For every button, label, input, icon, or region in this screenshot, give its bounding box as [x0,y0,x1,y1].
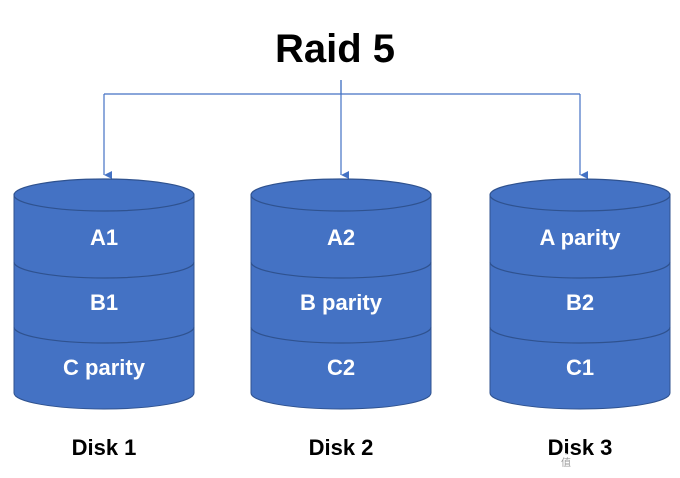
disk-2: A2 B parity C2 Disk 2 [250,178,432,460]
watermark: 值 什么值得买 [556,453,647,470]
cylinder-body [250,194,432,410]
svg-text:值: 值 [561,456,571,469]
segment-divider [489,261,671,279]
segment-divider [250,326,432,344]
segment-divider [250,261,432,279]
segment-divider [13,261,195,279]
cylinder-top [13,178,195,212]
segment-label: C2 [327,355,355,380]
connector-lines [103,80,588,179]
disk-3: A parity B2 C1 Disk 3 [489,178,671,460]
segment-label: A2 [327,225,355,250]
segment-label: B2 [566,290,594,315]
segment-label: C parity [63,355,146,380]
cylinder-body [13,194,195,410]
segment-label: A parity [539,225,621,250]
segment-label: B1 [90,290,118,315]
segment-label: B parity [300,290,383,315]
segment-label: C1 [566,355,594,380]
cylinder-body [489,194,671,410]
watermark-text: 什么值得买 [577,453,647,470]
segment-divider [489,326,671,344]
cylinder-top [489,178,671,212]
disk-label: Disk 1 [72,435,137,460]
disk-1: A1 B1 C parity Disk 1 [13,178,195,460]
cylinder-top [250,178,432,212]
value-logo-icon [556,453,572,469]
diagram-title: Raid 5 [275,27,395,71]
disk-label: Disk 2 [309,435,374,460]
segment-label: A1 [90,225,118,250]
segment-divider [13,326,195,344]
